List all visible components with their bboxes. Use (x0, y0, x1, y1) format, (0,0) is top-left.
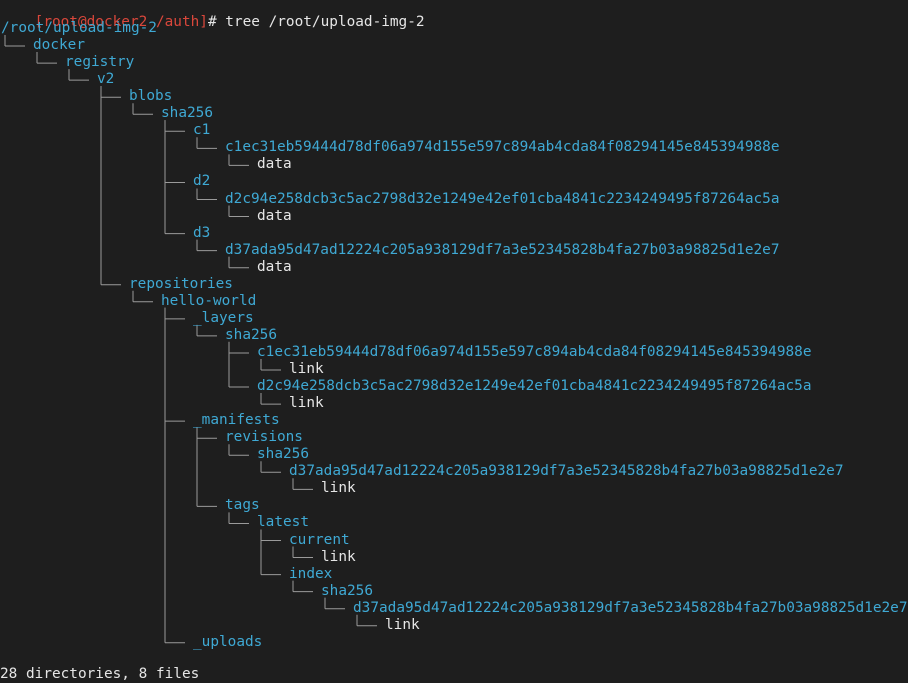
tree-directory-entry: hello-world (161, 292, 257, 309)
tree-directory-entry: latest (257, 514, 309, 531)
tree-directory-entry: c1ec31eb59444d78df06a974d155e597c894ab4c… (225, 139, 780, 156)
tree-file-entry: data (257, 258, 292, 275)
tree-directory-entry: docker (33, 37, 85, 54)
tree-directory-entry: current (289, 531, 350, 548)
tree-directory-entry: d37ada95d47ad12224c205a938129df7a3e52345… (353, 599, 908, 616)
tree-directory-entry: sha256 (257, 446, 309, 463)
tree-file-entry: data (257, 156, 292, 173)
tree-directory-entry: c1ec31eb59444d78df06a974d155e597c894ab4c… (257, 343, 812, 360)
tree-directory-entry: _manifests (193, 412, 280, 429)
prompt-symbol: # (207, 14, 217, 30)
tree-file-entry: data (257, 207, 292, 224)
tree-directory-entry: _layers (193, 309, 254, 326)
prompt-line: [root@docker2 /auth]# tree /root/upload-… (0, 0, 425, 30)
tree-directory-entry: d2c94e258dcb3c5ac2798d32e1249e42ef01cba4… (225, 190, 780, 207)
prompt-user-host: [root@docker2 /auth] (34, 14, 208, 30)
tree-directory-entry: d3 (193, 224, 211, 241)
tree-directory-entry: d37ada95d47ad12224c205a938129df7a3e52345… (225, 241, 780, 258)
tree-file-entry: link (321, 548, 356, 565)
tree-file-entry: link (289, 361, 324, 377)
tree-directory-entry: repositories (129, 275, 233, 292)
tree-directory-entry: blobs (129, 88, 173, 105)
tree-directory-entry: tags (225, 497, 260, 514)
summary-line: 28 directories, 8 files (0, 666, 200, 682)
tree-directory-entry: _uploads (193, 633, 263, 650)
tree-file-entry: link (289, 395, 324, 412)
tree-directory-entry: sha256 (161, 105, 213, 122)
tree-directory-entry: d37ada95d47ad12224c205a938129df7a3e52345… (289, 463, 844, 480)
tree-file-entry: link (385, 616, 420, 633)
tree-directory-entry: registry (65, 54, 135, 71)
tree-directory-entry: revisions (225, 429, 303, 446)
tree-directory-entry: sha256 (225, 326, 277, 343)
tree-file-entry: link (321, 480, 356, 497)
tree-directory-entry: sha256 (321, 582, 373, 599)
tree-directory-entry: d2 (193, 173, 211, 190)
tree-directory-entry: c1 (193, 122, 211, 139)
tree-directory-entry: index (289, 565, 333, 582)
tree-directory-entry: /root/upload-img-2 (1, 20, 157, 36)
tree-directory-entry: v2 (97, 71, 115, 88)
command-text: tree /root/upload-img-2 (225, 14, 425, 30)
tree-directory-entry: d2c94e258dcb3c5ac2798d32e1249e42ef01cba4… (257, 378, 812, 395)
